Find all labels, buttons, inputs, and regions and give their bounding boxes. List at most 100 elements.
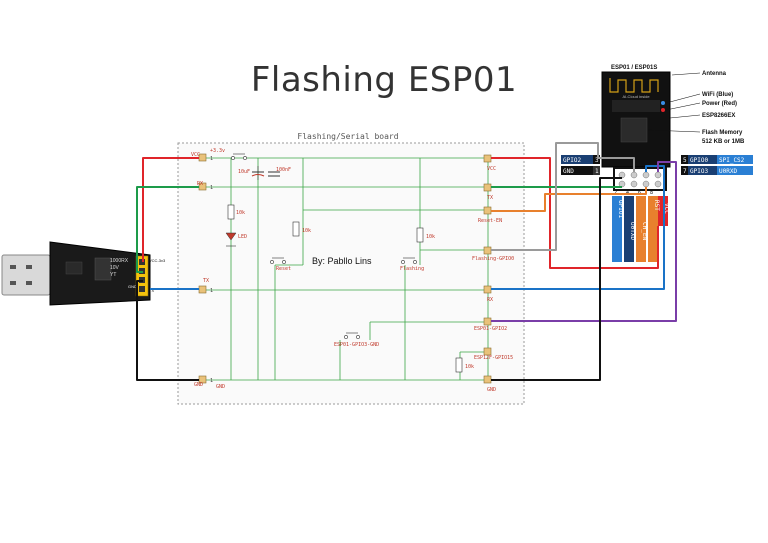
pin-num-8: 8 xyxy=(650,190,653,196)
tag-gpio1 xyxy=(612,196,622,262)
gpio3-switch xyxy=(344,332,360,339)
esp8266-chip xyxy=(620,117,648,143)
cap-nf-label: 100nF xyxy=(276,167,291,173)
resistor-gpio15 xyxy=(455,357,463,373)
right-pin-headers: VCC TX Reset-EN Flashing-GPIO0 RX ESP01-… xyxy=(472,154,514,393)
esp-label-flash-size: 512 KB or 1MB xyxy=(702,139,745,145)
pin-header-gpio15-right xyxy=(483,347,492,356)
right-pin-label-tx: TX xyxy=(487,195,493,201)
left-pin-num-rx: 1 xyxy=(210,185,213,191)
power-switch xyxy=(231,153,247,160)
resistor-flash-label: 10k xyxy=(426,234,435,240)
pin-header-tx-right xyxy=(483,183,492,192)
wire-rx-esp xyxy=(491,165,665,290)
board-components: 10uF 100nF 10k LED 10k Reset 10k xyxy=(225,153,474,373)
tag-gnd-num-bg xyxy=(593,166,600,175)
tag-ch-en xyxy=(636,196,646,262)
esp-label-antenna: Antenna xyxy=(702,71,727,77)
vcc-note: +3.3v xyxy=(210,148,225,154)
flashing-button-label: Flashing xyxy=(400,266,424,272)
wire-gpio2-esp xyxy=(491,161,677,322)
tag-gpio3-num: 7 xyxy=(683,168,687,175)
tag-gpio0 xyxy=(688,155,717,164)
gnd-note: GND xyxy=(216,384,225,390)
board-outline xyxy=(177,142,525,405)
right-pin-label-gpio2: ESP01-GPIO2 xyxy=(474,326,507,332)
pin-header-gnd-right xyxy=(483,375,492,384)
usb-plug-hole xyxy=(26,265,32,269)
resistor-led xyxy=(227,204,235,220)
tag-u0rxd xyxy=(717,166,753,175)
esp-pins xyxy=(618,171,662,188)
pin-header-gpio2-right xyxy=(483,317,492,326)
left-pin-num-gnd: 1 xyxy=(210,378,213,384)
right-pin-label-vcc: VCC xyxy=(487,166,496,172)
wire-flash-esp xyxy=(491,142,635,251)
pin-header-tx xyxy=(198,285,207,294)
resistor-gpio15-label: 10k xyxy=(465,364,474,370)
usb-plug-hole xyxy=(10,281,16,285)
left-pin-label-tx: TX xyxy=(203,278,209,284)
esp01-module: AI-Cloud inside ESP01 / ESP01S Antenna W… xyxy=(561,65,753,262)
tag-gpio2 xyxy=(561,155,593,164)
esp-label-chip: ESP8266EX xyxy=(702,113,735,119)
esp-logo: AI-Cloud inside xyxy=(622,94,650,99)
author-credit: By: Pabllo Lins xyxy=(312,256,372,266)
esp-right-tags: 5 GPIO0 SPI_CS2 7 GPIO3 U0RXD xyxy=(681,155,753,175)
right-pin-label-reset: Reset-EN xyxy=(478,218,502,224)
tag-ch-en-label: CH_EN xyxy=(641,222,648,240)
usb-plug-hole xyxy=(10,265,16,269)
board-title: Flashing/Serial board xyxy=(297,132,398,141)
adapter-pin-gnd: GND xyxy=(128,284,137,289)
wire-reset-esp xyxy=(491,187,647,212)
adapter-pin-vcc: VCC-3v3 xyxy=(149,258,166,263)
tag-u0txd-label: U0TXD xyxy=(629,222,636,240)
left-pin-label-rx: RX xyxy=(197,181,203,187)
esp-vertical-tags: GPIO1 U0TXD CH_EN RST VCC 2 4 6 8 xyxy=(612,190,670,262)
antenna-icon xyxy=(609,78,659,93)
flashing-serial-board: Flashing/Serial board xyxy=(177,132,525,405)
wifi-led-icon xyxy=(661,101,665,105)
wire-usb-gnd xyxy=(136,280,199,381)
usb-plug xyxy=(1,254,51,296)
usb-plug-hole xyxy=(26,281,32,285)
page-title: Flashing ESP01 xyxy=(250,60,518,100)
gpio3-switch-label: ESP01-GPIO3-GND xyxy=(334,342,379,348)
tag-u0rxd-label: U0RXD xyxy=(719,168,737,175)
esp01-board xyxy=(601,71,671,168)
right-pin-label-flash: Flashing-GPIO0 xyxy=(472,256,514,262)
adapter-chip xyxy=(65,261,83,275)
wire-vcc-esp xyxy=(491,157,659,269)
resistor-flash xyxy=(416,227,424,243)
tag-spi-cs2 xyxy=(717,155,753,164)
tag-vcc-label: VCC xyxy=(663,203,670,214)
reset-button-label: Reset xyxy=(276,266,291,272)
wire-usb-rx xyxy=(136,186,199,273)
tag-gpio3-num-bg xyxy=(681,166,688,175)
adapter-line3: YT xyxy=(110,272,116,278)
cap-uf-label: 10uF xyxy=(238,169,250,175)
right-pin-label-gnd: GND xyxy=(487,387,496,393)
tag-rst xyxy=(648,196,658,262)
right-pin-label-rx: RX xyxy=(487,297,493,303)
esp-crystal xyxy=(612,100,660,112)
tag-gpio2-num: 3 xyxy=(595,157,599,164)
flashing-button xyxy=(401,257,417,264)
resistor-reset-label: 10k xyxy=(302,228,311,234)
tag-gpio2-label: GPIO2 xyxy=(563,157,581,164)
esp-left-tags: GPIO2 3 GND 1 xyxy=(561,155,600,175)
tag-gnd xyxy=(561,166,593,175)
led-label: LED xyxy=(238,234,247,240)
pin-header-vcc xyxy=(198,153,207,162)
tag-gpio3 xyxy=(688,166,717,175)
tag-gpio2-num-bg xyxy=(593,155,600,164)
left-pin-num-vcc: 1 xyxy=(210,156,213,162)
pin-header-flash-right xyxy=(483,246,492,255)
esp-leader-lines xyxy=(647,72,701,133)
adapter-chip-label: 1000RX xyxy=(110,258,129,264)
tag-rst-label: RST xyxy=(653,200,660,211)
left-pin-num-tx: 1 xyxy=(210,288,213,294)
wire-gnd-esp xyxy=(491,177,622,381)
tag-gpio0-num-bg xyxy=(681,155,688,164)
